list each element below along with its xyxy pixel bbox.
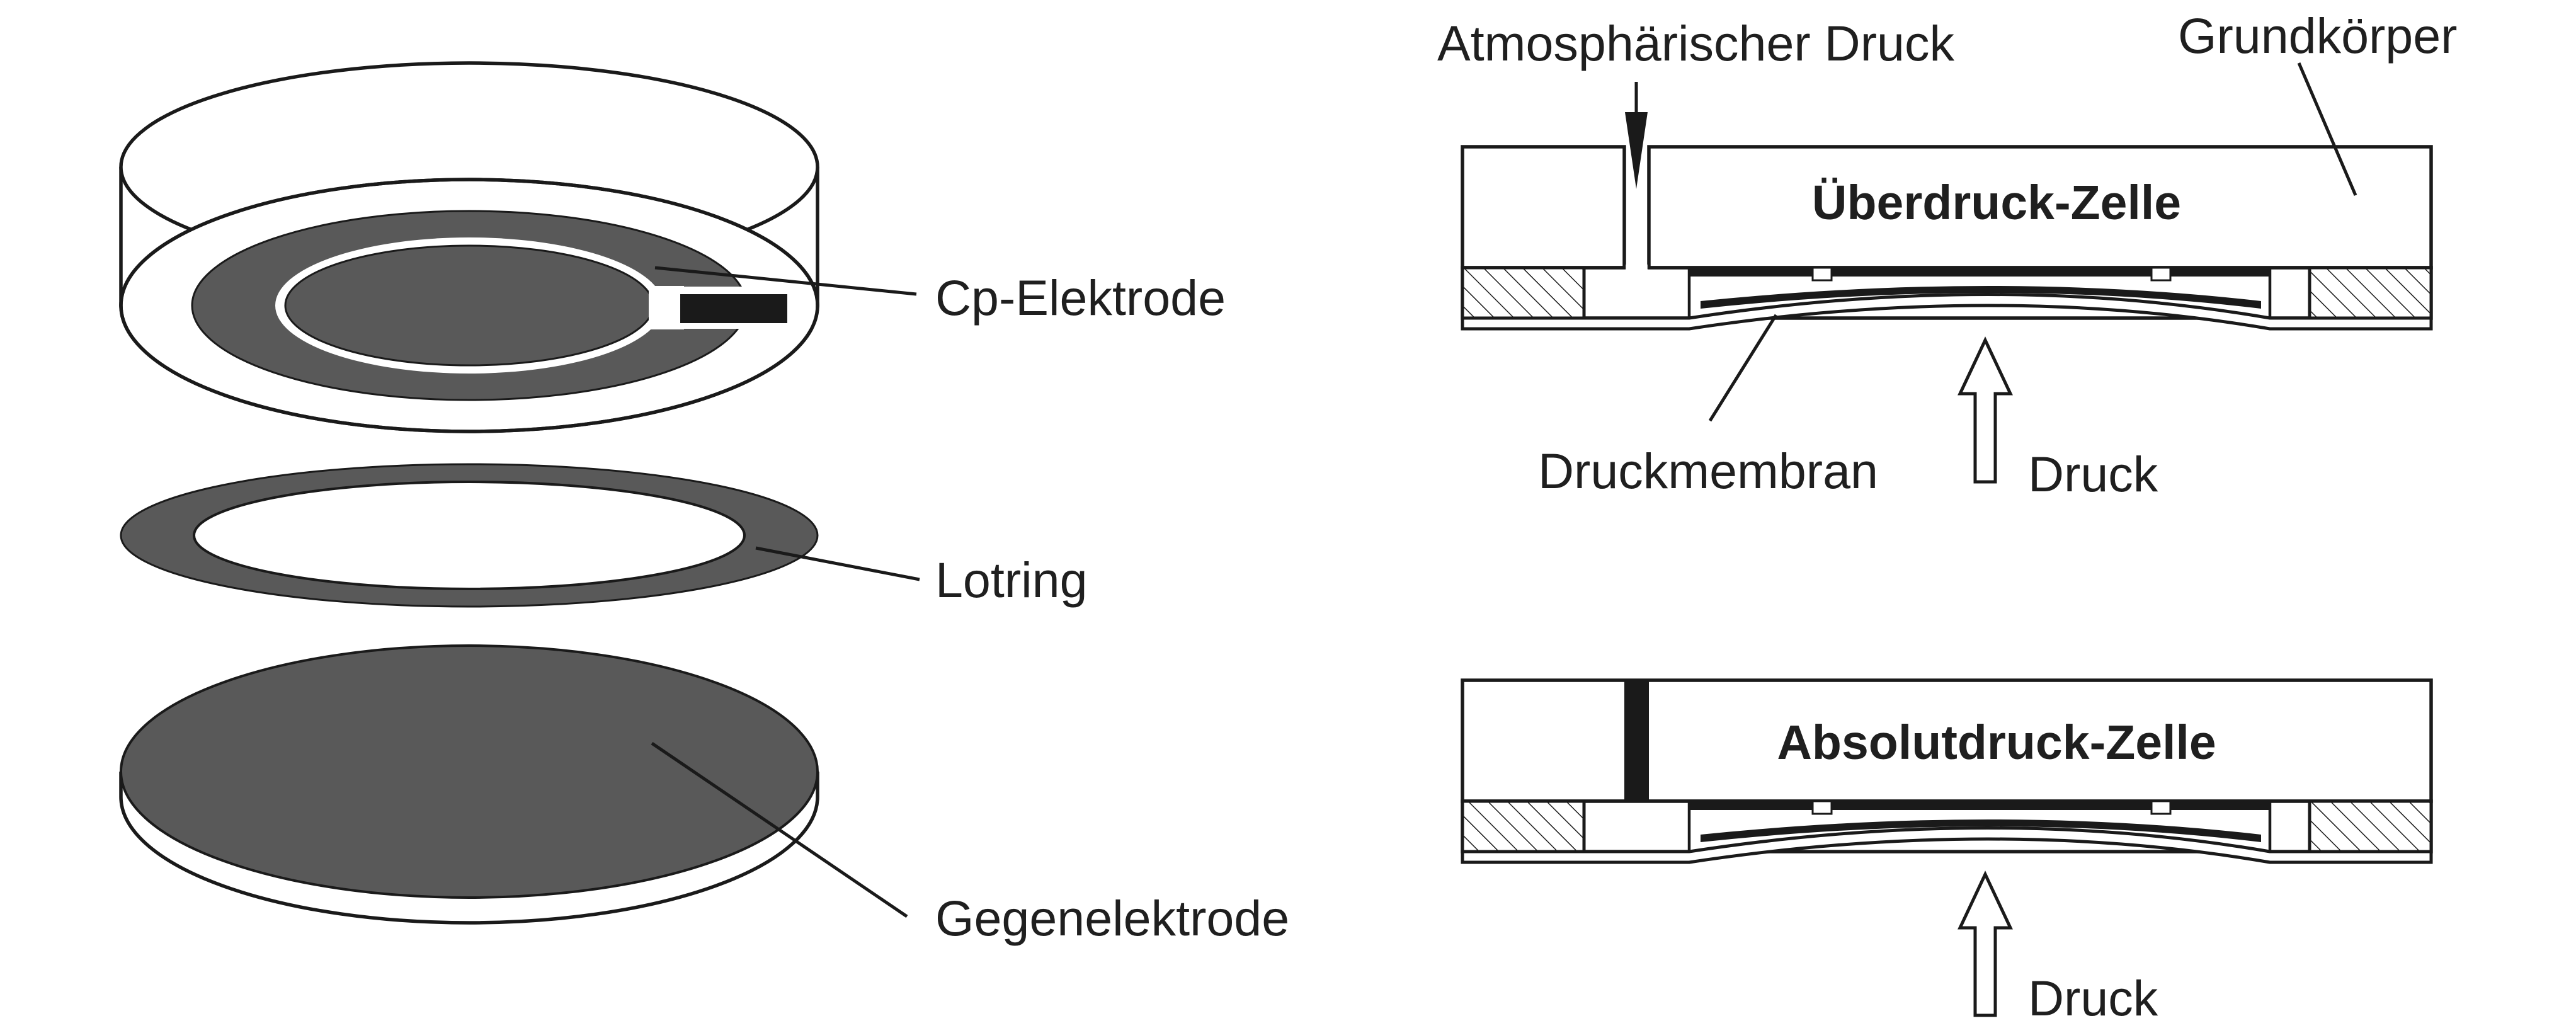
pressure-arrow-bottom xyxy=(1958,870,2013,1017)
electrode-seg-3 xyxy=(2170,268,2270,277)
solder-ring-inner xyxy=(193,481,746,590)
counter-electrode-face xyxy=(120,644,819,899)
gauge-pressure-cell: Überdruck-Zelle Atmosphärischer Druck Gr… xyxy=(1437,8,2458,502)
title-absolute-cell: Absolutdruck-Zelle xyxy=(1777,716,2216,770)
electrode-seg-1 xyxy=(1688,268,1813,277)
label-pressure-bottom: Druck xyxy=(2028,970,2158,1026)
leader-cp-electrode xyxy=(654,266,917,296)
abs-electrode-seg-3 xyxy=(2170,801,2270,810)
label-solder-ring: Lotring xyxy=(935,552,1088,608)
absolute-pressure-cell: Absolutdruck-Zelle Druck xyxy=(1461,678,2433,1026)
label-counter-electrode: Gegenelektrode xyxy=(935,890,1289,946)
title-gauge-cell: Überdruck-Zelle xyxy=(1812,176,2181,230)
abs-membrane-plate xyxy=(1461,826,2433,864)
pressure-arrow-top xyxy=(1958,336,2013,484)
solder-hatch-right xyxy=(2308,266,2433,320)
label-cp-electrode: Cp-Elektrode xyxy=(935,270,1226,326)
electrode-seg-2 xyxy=(1832,268,2151,277)
solder-ring xyxy=(120,463,819,608)
exploded-view: Cp-Elektrode Lotring Gegenelektrode xyxy=(119,61,1289,946)
sealed-channel xyxy=(1624,680,1649,801)
base-body-main xyxy=(1647,145,2433,270)
leader-solder-ring xyxy=(755,546,920,581)
abs-electrode-seg-1 xyxy=(1688,801,1813,810)
abs-electrode-seg-2 xyxy=(1832,801,2151,810)
base-body-left-block xyxy=(1461,145,1626,270)
solder-hatch-left xyxy=(1461,266,1586,320)
base-body-cylinder xyxy=(119,61,819,433)
abs-solder-hatch-left xyxy=(1461,799,1586,853)
label-membrane: Druckmembran xyxy=(1538,443,1878,499)
label-pressure-top: Druck xyxy=(2028,446,2158,502)
counter-electrode-strip xyxy=(1701,286,2261,309)
membrane-plate xyxy=(1461,293,2433,331)
label-base-body: Grundkörper xyxy=(2178,8,2458,64)
cp-electrode-center xyxy=(284,244,654,367)
leader-membrane xyxy=(1708,314,1778,422)
abs-solder-hatch-right xyxy=(2308,799,2433,853)
abs-counter-electrode-strip xyxy=(1701,819,2261,842)
contact-pad xyxy=(680,294,787,323)
atmospheric-arrow-head xyxy=(1625,112,1648,189)
counter-electrode-disc xyxy=(119,644,819,925)
leader-base-body xyxy=(2297,62,2357,196)
label-atmospheric-pressure: Atmosphärischer Druck xyxy=(1437,15,1954,71)
leader-counter-electrode xyxy=(651,741,908,918)
